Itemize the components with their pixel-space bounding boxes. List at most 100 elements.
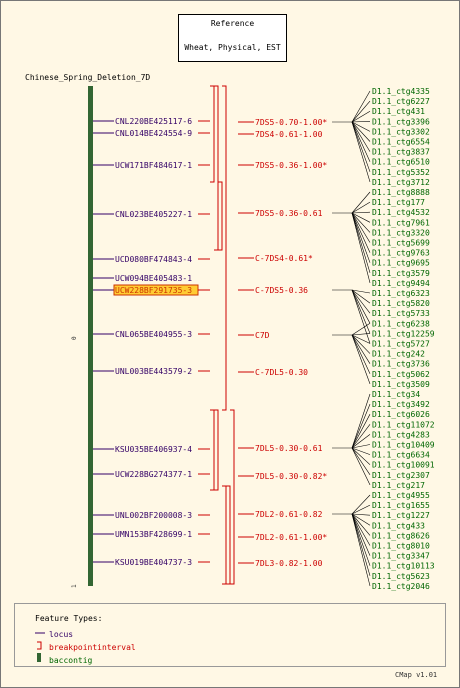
interval-bracket[interactable] [230, 409, 235, 585]
interval-label[interactable]: C-7DS5-0.36 [255, 286, 308, 295]
comparative-map: 01CNL220BE425117-6CNL014BE424554-9UCW171… [71, 85, 435, 591]
contig-label[interactable]: D1.1_ctg6238 [372, 319, 430, 328]
contig-label[interactable]: D1.1_ctg4532 [372, 208, 430, 217]
locus-label[interactable]: UCD080BF474843-4 [115, 255, 192, 264]
contig-label[interactable]: D1.1_ctg5733 [372, 309, 430, 318]
contig-label[interactable]: D1.1_ctg2046 [372, 582, 430, 591]
contig-label[interactable]: D1.1_ctg5727 [372, 340, 430, 349]
map-title[interactable]: Chinese_Spring_Deletion_7D [25, 73, 151, 82]
legend-label-baccontig: baccontig [49, 656, 93, 665]
contig-label[interactable]: D1.1_ctg3396 [372, 117, 430, 126]
locus-label[interactable]: CNL023BE405227-1 [115, 210, 192, 219]
contig-label[interactable]: D1.1_ctg4283 [372, 430, 430, 439]
contig-label[interactable]: D1.1_ctg5623 [372, 572, 430, 581]
interval-label[interactable]: C-7DL5-0.30 [255, 368, 308, 377]
locus-label[interactable]: UNL002BF200008-3 [115, 511, 192, 520]
contig-label[interactable]: D1.1_ctg3712 [372, 178, 430, 187]
locus-label[interactable]: UCW171BF484617-1 [115, 161, 192, 170]
contig-label[interactable]: D1.1_ctg433 [372, 521, 425, 530]
locus-label[interactable]: KSU035BE406937-4 [115, 445, 192, 454]
contig-label[interactable]: D1.1_ctg5062 [372, 370, 430, 379]
interval-bracket[interactable] [214, 409, 219, 491]
contig-label[interactable]: D1.1_ctg3736 [372, 360, 430, 369]
interval-label[interactable]: C7D [255, 331, 270, 340]
contig-label[interactable]: D1.1_ctg10113 [372, 562, 435, 571]
contig-label[interactable]: D1.1_ctg9763 [372, 249, 430, 258]
contig-label[interactable]: D1.1_ctg6554 [372, 138, 430, 147]
legend-item-baccontig: baccontig [35, 653, 92, 665]
contig-label[interactable]: D1.1_ctg11072 [372, 420, 435, 429]
contig-label[interactable]: D1.1_ctg8010 [372, 542, 430, 551]
interval-label[interactable]: 7DL3-0.82-1.00 [255, 559, 323, 568]
interval-bracket[interactable] [218, 181, 223, 251]
locus-label[interactable]: UNL003BE443579-2 [115, 367, 192, 376]
reference-title: Reference [210, 19, 255, 28]
correspondence-line [351, 447, 371, 475]
interval-label[interactable]: 7DS4-0.61-1.00 [255, 130, 323, 139]
scale-label-top: 0 [71, 336, 78, 340]
contig-label[interactable]: D1.1_ctg4335 [372, 87, 430, 96]
locus-label[interactable]: UCW094BE405483-1 [115, 274, 192, 283]
correspondence-line [351, 334, 371, 385]
correspondence-line [351, 334, 371, 374]
interval-label[interactable]: C-7DS4-0.61* [255, 254, 313, 263]
interval-label[interactable]: 7DL2-0.61-1.00* [255, 533, 327, 542]
locus-label[interactable]: UCW228BG274377-1 [115, 470, 192, 479]
interval-label[interactable]: 7DL5-0.30-0.82* [255, 472, 327, 481]
contig-label[interactable]: D1.1_ctg242 [372, 350, 425, 359]
contig-label[interactable]: D1.1_ctg2307 [372, 471, 430, 480]
interval-bracket[interactable] [210, 85, 215, 183]
contig-label[interactable]: D1.1_ctg177 [372, 198, 425, 207]
contig-label[interactable]: D1.1_ctg9494 [372, 279, 430, 288]
contig-label[interactable]: D1.1_ctg3347 [372, 552, 430, 561]
locus-label[interactable]: UMN153BF428699-1 [115, 530, 192, 539]
interval-bracket[interactable] [226, 485, 231, 585]
contig-label[interactable]: D1.1_ctg5352 [372, 168, 430, 177]
contig-label[interactable]: D1.1_ctg3302 [372, 127, 430, 136]
interval-bracket[interactable] [210, 409, 215, 491]
interval-bracket[interactable] [222, 85, 227, 411]
locus-label[interactable]: UCW228BF291735-3 [115, 286, 192, 295]
contig-label[interactable]: D1.1_ctg12259 [372, 329, 435, 338]
contig-label[interactable]: D1.1_ctg6227 [372, 97, 430, 106]
interval-label[interactable]: 7DL2-0.61-0.82 [255, 510, 323, 519]
contig-label[interactable]: D1.1_ctg3492 [372, 400, 430, 409]
interval-label[interactable]: 7DL5-0.30-0.61 [255, 444, 323, 453]
contig-label[interactable]: D1.1_ctg3837 [372, 148, 430, 157]
reference-box[interactable]: Reference Wheat, Physical, EST [178, 14, 287, 62]
contig-label[interactable]: D1.1_ctg10091 [372, 461, 435, 470]
interval-bracket[interactable] [222, 485, 227, 585]
locus-label[interactable]: CNL220BE425117-6 [115, 117, 192, 126]
contig-label[interactable]: D1.1_ctg8626 [372, 531, 430, 540]
contig-label[interactable]: D1.1_ctg8888 [372, 188, 430, 197]
correspondence-line [351, 212, 371, 243]
locus-label[interactable]: KSU019BE404737-3 [115, 558, 192, 567]
contig-label[interactable]: D1.1_ctg7961 [372, 218, 430, 227]
interval-label[interactable]: 7DS5-0.70-1.00* [255, 118, 327, 127]
contig-label[interactable]: D1.1_ctg5699 [372, 239, 430, 248]
interval-bracket[interactable] [214, 85, 219, 251]
contig-label[interactable]: D1.1_ctg6510 [372, 158, 430, 167]
contig-label[interactable]: D1.1_ctg3509 [372, 380, 430, 389]
version-label: CMap v1.01 [395, 671, 438, 679]
contig-label[interactable]: D1.1_ctg10409 [372, 441, 435, 450]
contig-label[interactable]: D1.1_ctg6026 [372, 410, 430, 419]
contig-label[interactable]: D1.1_ctg3320 [372, 228, 430, 237]
interval-label[interactable]: 7DS5-0.36-0.61 [255, 209, 323, 218]
contig-label[interactable]: D1.1_ctg9695 [372, 259, 430, 268]
contig-label[interactable]: D1.1_ctg431 [372, 107, 425, 116]
contig-label[interactable]: D1.1_ctg5820 [372, 299, 430, 308]
contig-label[interactable]: D1.1_ctg34 [372, 390, 420, 399]
contig-label[interactable]: D1.1_ctg6634 [372, 451, 430, 460]
contig-label[interactable]: D1.1_ctg217 [372, 481, 425, 490]
locus-label[interactable]: CNL065BE404955-3 [115, 330, 192, 339]
contig-label[interactable]: D1.1_ctg1655 [372, 501, 430, 510]
contig-label[interactable]: D1.1_ctg4955 [372, 491, 430, 500]
correspondence-line [351, 424, 371, 449]
contig-label[interactable]: D1.1_ctg6323 [372, 289, 430, 298]
contig-label[interactable]: D1.1_ctg1227 [372, 511, 430, 520]
interval-label[interactable]: 7DS5-0.36-1.00* [255, 161, 327, 170]
locus-label[interactable]: CNL014BE424554-9 [115, 129, 192, 138]
contig-label[interactable]: D1.1_ctg3579 [372, 269, 430, 278]
contig-map-bar[interactable] [88, 86, 93, 586]
